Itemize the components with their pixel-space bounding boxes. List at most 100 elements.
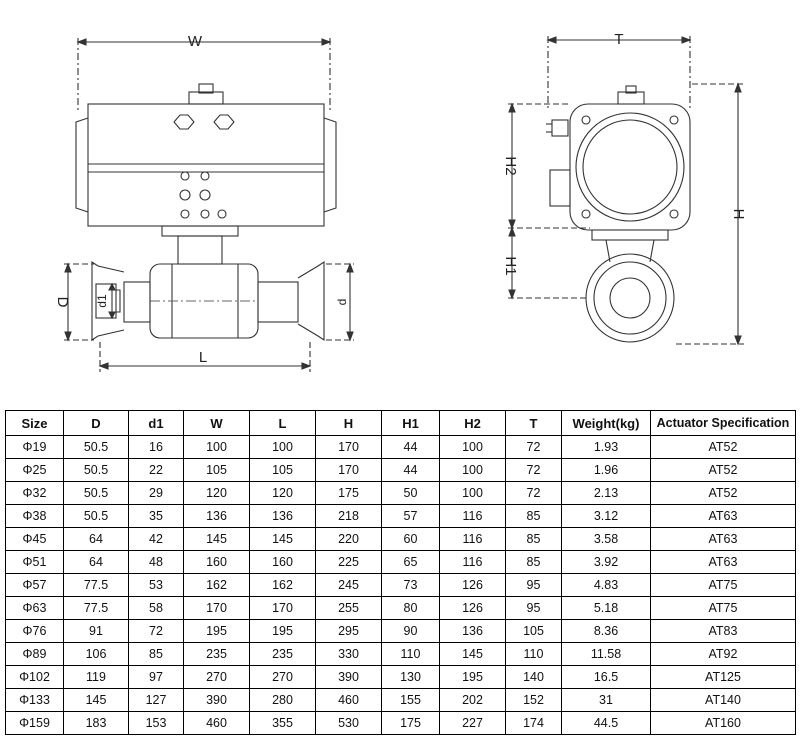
table-cell: 174 — [505, 711, 562, 735]
table-cell: 119 — [63, 665, 129, 689]
table-cell: 95 — [505, 573, 562, 597]
table-cell: 330 — [315, 642, 382, 666]
table-cell: 195 — [249, 619, 316, 643]
table-cell: 355 — [249, 711, 316, 735]
table-cell: 105 — [183, 458, 250, 482]
table-cell: 110 — [381, 642, 440, 666]
table-cell: AT75 — [650, 573, 796, 597]
table-cell: AT63 — [650, 504, 796, 528]
table-cell: 22 — [128, 458, 184, 482]
table-cell: Φ133 — [5, 688, 64, 712]
table-cell: 235 — [249, 642, 316, 666]
table-cell: 110 — [505, 642, 562, 666]
table-cell: 72 — [128, 619, 184, 643]
table-cell: 31 — [561, 688, 651, 712]
table-cell: 2.13 — [561, 481, 651, 505]
table-cell: 77.5 — [63, 573, 129, 597]
table-cell: 85 — [505, 527, 562, 551]
table-cell: 152 — [505, 688, 562, 712]
table-cell: AT160 — [650, 711, 796, 735]
table-cell: 116 — [439, 550, 506, 574]
column-header: H — [315, 410, 382, 436]
table-cell: 3.12 — [561, 504, 651, 528]
table-cell: AT75 — [650, 596, 796, 620]
table-cell: 72 — [505, 458, 562, 482]
table-cell: 91 — [63, 619, 129, 643]
table-cell: 116 — [439, 527, 506, 551]
table-cell: AT52 — [650, 481, 796, 505]
table-cell: 53 — [128, 573, 184, 597]
label-w: W — [188, 33, 203, 50]
table-cell: 97 — [128, 665, 184, 689]
table-cell: AT83 — [650, 619, 796, 643]
table-cell: 72 — [505, 481, 562, 505]
label-h1: H1 — [502, 256, 519, 275]
table-cell: 170 — [249, 596, 316, 620]
front-view — [64, 38, 354, 372]
table-cell: 145 — [183, 527, 250, 551]
table-cell: 95 — [505, 596, 562, 620]
table-cell: Φ45 — [5, 527, 64, 551]
table-cell: 130 — [381, 665, 440, 689]
table-cell: 58 — [128, 596, 184, 620]
column-header: D — [63, 410, 129, 436]
table-cell: 160 — [183, 550, 250, 574]
table-cell: 29 — [128, 481, 184, 505]
table-cell: 4.83 — [561, 573, 651, 597]
table-cell: AT52 — [650, 458, 796, 482]
table-cell: Φ76 — [5, 619, 64, 643]
table-cell: 48 — [128, 550, 184, 574]
table-cell: 280 — [249, 688, 316, 712]
table-cell: 460 — [315, 688, 382, 712]
table-cell: 170 — [183, 596, 250, 620]
table-cell: 136 — [439, 619, 506, 643]
table-cell: Φ57 — [5, 573, 64, 597]
table-cell: 16 — [128, 435, 184, 459]
table-cell: Φ159 — [5, 711, 64, 735]
table-cell: Φ25 — [5, 458, 64, 482]
table-cell: 80 — [381, 596, 440, 620]
table-cell: 390 — [315, 665, 382, 689]
label-h2: H2 — [502, 156, 519, 175]
table-cell: 8.36 — [561, 619, 651, 643]
table-cell: 175 — [315, 481, 382, 505]
table-cell: 5.18 — [561, 596, 651, 620]
table-cell: 64 — [63, 527, 129, 551]
table-cell: 126 — [439, 573, 506, 597]
label-d: D — [54, 297, 71, 308]
table-cell: 140 — [505, 665, 562, 689]
table-cell: 16.5 — [561, 665, 651, 689]
table-cell: 90 — [381, 619, 440, 643]
table-cell: 100 — [439, 458, 506, 482]
table-cell: 153 — [128, 711, 184, 735]
table-cell: 270 — [183, 665, 250, 689]
table-cell: 162 — [183, 573, 250, 597]
column-header: T — [505, 410, 562, 436]
column-header: Weight(kg) — [561, 410, 651, 436]
table-cell: 60 — [381, 527, 440, 551]
table-cell: AT63 — [650, 550, 796, 574]
table-cell: 50.5 — [63, 435, 129, 459]
label-d-small: d — [335, 299, 349, 306]
table-cell: 227 — [439, 711, 506, 735]
table-cell: 145 — [63, 688, 129, 712]
table-cell: 245 — [315, 573, 382, 597]
table-cell: 195 — [183, 619, 250, 643]
table-cell: 105 — [505, 619, 562, 643]
table-cell: 136 — [249, 504, 316, 528]
table-cell: 170 — [315, 458, 382, 482]
table-cell: AT52 — [650, 435, 796, 459]
table-cell: 202 — [439, 688, 506, 712]
table-cell: 85 — [505, 550, 562, 574]
table-cell: 235 — [183, 642, 250, 666]
table-cell: AT125 — [650, 665, 796, 689]
table-cell: 225 — [315, 550, 382, 574]
table-cell: 42 — [128, 527, 184, 551]
